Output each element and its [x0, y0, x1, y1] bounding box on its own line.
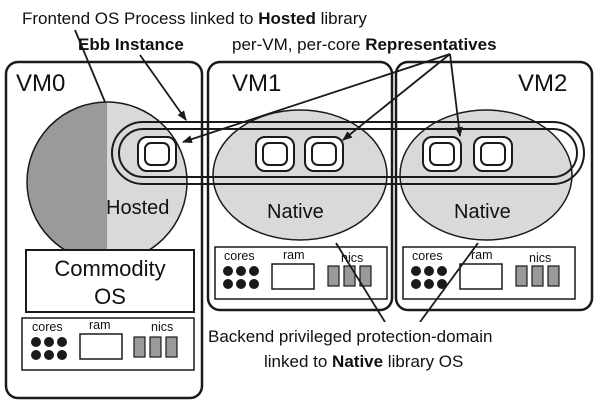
backend-line-vm1: [335, 242, 386, 323]
ebb-instance-annotation: Ebb Instance: [78, 35, 184, 54]
representative-vm1-a: [255, 136, 295, 172]
vm2-label: VM2: [518, 70, 567, 97]
ebb-instance-arrow: [139, 54, 187, 121]
ebb-instance-capsule-inner: [118, 128, 578, 178]
ebb-instance-capsule-outer: [111, 121, 585, 185]
commodity-os-line2: OS: [94, 284, 126, 309]
vm2-ram: [459, 263, 503, 290]
reps-arrow-vm2: [449, 53, 463, 137]
leader-lines: [74, 29, 479, 323]
vm2-ram-label: ram: [471, 248, 493, 262]
vm0-cores-label: cores: [32, 320, 63, 334]
vm2-nics: [515, 265, 560, 287]
backend-annotation-line2: linked to Native library OS: [264, 352, 463, 371]
vm0-cores: [31, 337, 67, 360]
vm1-label: VM1: [232, 70, 281, 97]
hosted-label: Hosted: [106, 197, 169, 219]
backend-annotation-line1: Backend privileged protection-domain: [208, 327, 492, 346]
vm0-nics: [133, 336, 178, 358]
backend-line-vm2: [419, 242, 479, 323]
representative-vm2-b: [473, 136, 513, 172]
frontend-pointer-line: [74, 29, 106, 103]
reps-arrow-vm1: [342, 53, 451, 141]
representative-vm1-b: [304, 136, 344, 172]
vm2-nics-label: nics: [529, 251, 551, 265]
hosted-process-circle: [26, 101, 188, 263]
commodity-os-line1: Commodity: [54, 256, 165, 281]
vm1-ram-label: ram: [283, 248, 305, 262]
vm0-label: VM0: [16, 70, 65, 97]
representatives-annotation: per-VM, per-core Representatives: [232, 35, 497, 54]
frontend-annotation: Frontend OS Process linked to Hosted lib…: [22, 9, 367, 28]
vm1-ram: [271, 263, 315, 290]
vm1-nics: [327, 265, 372, 287]
vm0-ram-label: ram: [89, 318, 111, 332]
vm2-native-label: Native: [454, 201, 511, 223]
vm1-resources: cores ram nics: [214, 246, 388, 300]
representative-vm0: [137, 136, 177, 172]
vm1-cores: [223, 266, 259, 289]
vm0-nics-label: nics: [151, 320, 173, 334]
vm0-resources: cores ram nics: [21, 317, 195, 371]
vm0-ram: [79, 333, 123, 360]
vm2-cores-label: cores: [412, 249, 443, 263]
vm1-native-label: Native: [267, 201, 324, 223]
vm1-cores-label: cores: [224, 249, 255, 263]
representatives: [137, 136, 513, 172]
reps-arrow-vm0: [182, 53, 451, 143]
vm2-resources: cores ram nics: [402, 246, 576, 300]
representative-vm2-a: [422, 136, 462, 172]
vm2-cores: [411, 266, 447, 289]
commodity-os-box: [25, 249, 195, 313]
